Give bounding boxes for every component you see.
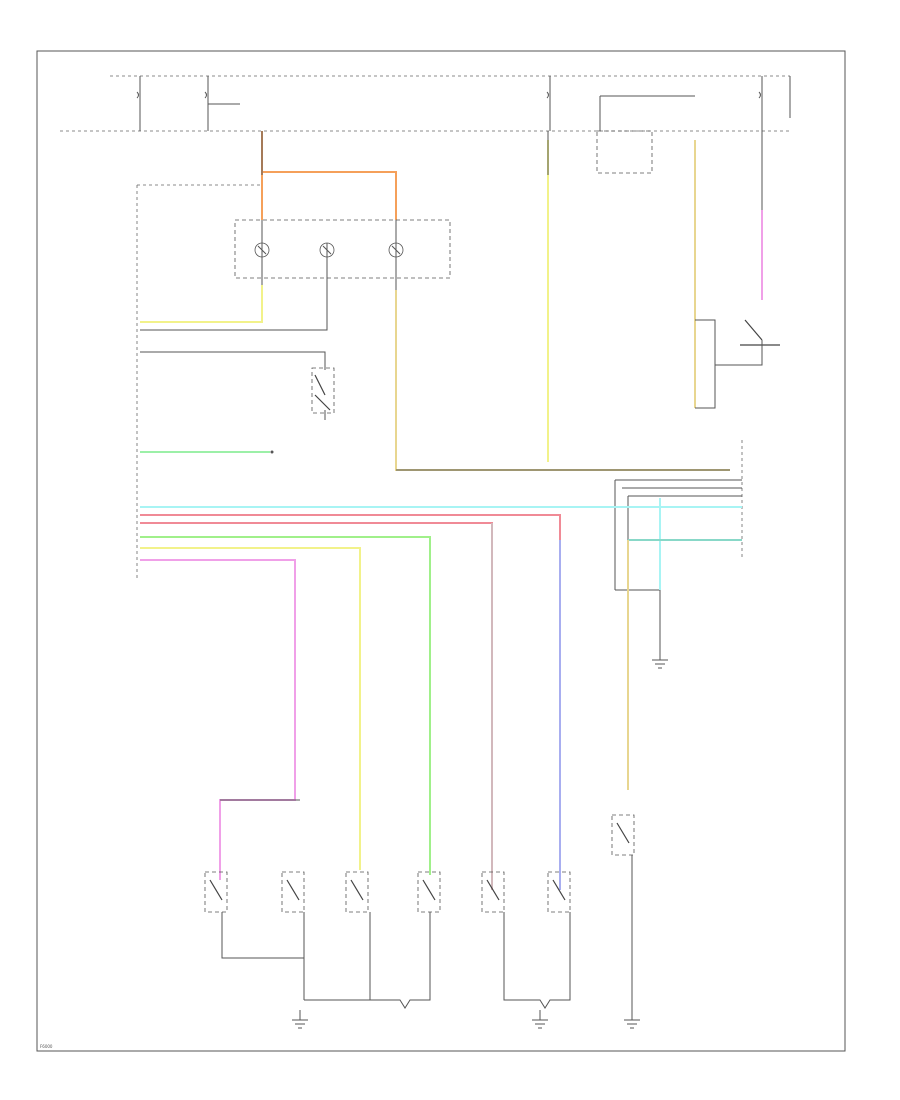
wire-red-2 (140, 522, 493, 890)
module-top-right (596, 130, 653, 174)
instrument-cluster-box (234, 219, 451, 279)
fuse-group (136, 76, 791, 131)
wire-lightgreen (140, 536, 431, 875)
diagram-frame (36, 50, 846, 1052)
wire-red (140, 514, 561, 890)
page-id-label: F6000 (40, 1044, 53, 1049)
wire-yellow-seatbelt (140, 285, 263, 323)
wire-yellow-main (140, 547, 361, 870)
bottom-switches (204, 814, 635, 913)
wire-tan-main (395, 290, 730, 471)
wire-pink-main (140, 559, 296, 880)
wire-orange-bridge (262, 171, 397, 220)
wire-door-switch (140, 351, 326, 370)
